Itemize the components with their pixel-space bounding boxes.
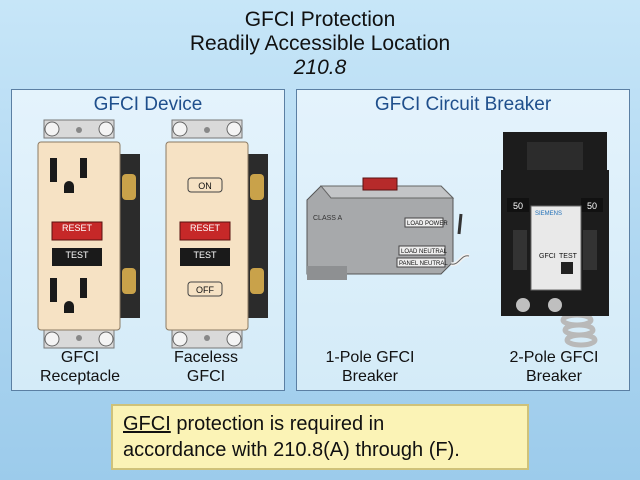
note-line2: accordance with 210.8(A) through (F). [123, 439, 460, 461]
one-pole-panel-neutral: PANEL NEUTRAL [399, 261, 448, 267]
one-pole-caption: 1-Pole GFCI Breaker [325, 349, 415, 385]
terminal-screw-icon [250, 174, 264, 200]
two-pole-test-button[interactable] [561, 262, 573, 274]
two-pole-rating-left: 50 [513, 201, 523, 211]
terminal-screw-icon [122, 268, 136, 294]
receptacle-reset-label: RESET [62, 223, 93, 233]
faceless-caption: Faceless GFCI [173, 349, 239, 385]
page-title-code: 210.8 [293, 56, 347, 79]
faceless-gfci-illustration: ON RESET TEST OFF [165, 119, 268, 349]
receptacle-test-label: TEST [65, 250, 89, 260]
terminal-screw-icon [250, 268, 264, 294]
receptacle-caption: GFCI Receptacle [39, 349, 121, 385]
gfci-breaker-panel: GFCI Circuit Breaker CLASS A LOAD POWER … [296, 89, 630, 391]
two-pole-gfci-text: GFCI [539, 253, 556, 260]
gfci-device-panel: GFCI Device RESET TEST GFCI Receptac [11, 89, 285, 391]
note-line1-rest: protection is required in [170, 413, 385, 435]
gfci-receptacle-illustration: RESET TEST [37, 119, 140, 349]
terminal-screw-icon [122, 174, 136, 200]
code-requirement-note: GFCI protection is required in accordanc… [111, 404, 529, 470]
two-pole-test-label: TEST [559, 253, 578, 260]
note-line1: GFCI protection is required in [123, 411, 527, 437]
gfci-device-panel-title: GFCI Device [93, 94, 203, 115]
one-pole-load-neutral: LOAD NEUTRAL [401, 249, 448, 255]
one-pole-breaker-illustration: CLASS A LOAD POWER LOAD NEUTRAL PANEL NE… [306, 177, 470, 280]
two-pole-breaker-illustration: 50 50 SIEMENS GFCI TEST [501, 132, 609, 348]
two-pole-caption: 2-Pole GFCI Breaker [509, 349, 599, 385]
two-pole-brand: SIEMENS [535, 211, 562, 217]
faceless-on-label: ON [198, 181, 212, 191]
page-title-line2: Readily Accessible Location [189, 32, 451, 55]
faceless-test-label: TEST [193, 250, 217, 260]
one-pole-load-power: LOAD POWER [407, 221, 448, 227]
note-gfci-word: GFCI [123, 413, 171, 435]
faceless-off-label: OFF [196, 285, 214, 295]
faceless-reset-label: RESET [190, 223, 221, 233]
gfci-breaker-panel-title: GFCI Circuit Breaker [374, 94, 552, 115]
page-title-line1: GFCI Protection [244, 8, 396, 31]
two-pole-rating-right: 50 [587, 201, 597, 211]
one-pole-class-text: CLASS A [313, 215, 343, 222]
